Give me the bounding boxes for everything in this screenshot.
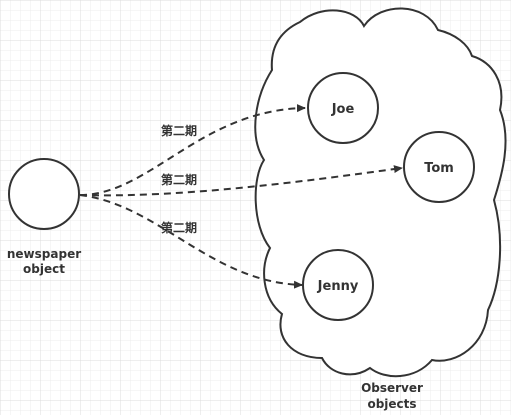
observer-node-tom: Tom bbox=[403, 131, 475, 203]
edge-label-tom: 第二期 bbox=[161, 172, 197, 187]
newspaper-node bbox=[8, 158, 80, 230]
observer-cloud bbox=[254, 7, 507, 378]
edge-label-jenny: 第二期 bbox=[161, 220, 197, 235]
observer-circle-jenny bbox=[302, 249, 374, 321]
newspaper-caption-line2: object bbox=[23, 262, 65, 276]
newspaper-circle bbox=[8, 158, 80, 230]
edge-newspaper-to-jenny bbox=[79, 194, 303, 289]
observer-label-joe: Joe bbox=[331, 102, 355, 117]
cloud-caption-line1: Observer bbox=[361, 381, 423, 395]
observer-node-joe: Joe bbox=[307, 72, 379, 144]
cloud-caption-line2: objects bbox=[367, 397, 416, 411]
observer-label-jenny: Jenny bbox=[317, 279, 359, 294]
edge-newspaper-to-tom bbox=[79, 165, 403, 197]
observer-circle-tom bbox=[403, 131, 475, 203]
observer-label-tom: Tom bbox=[424, 161, 454, 176]
edge-newspaper-to-joe bbox=[79, 104, 306, 196]
newspaper-caption-line1: newspaper bbox=[7, 247, 81, 261]
observer-node-jenny: Jenny bbox=[302, 249, 374, 321]
edge-label-joe: 第二期 bbox=[161, 123, 197, 138]
observer-circle-joe bbox=[307, 72, 379, 144]
